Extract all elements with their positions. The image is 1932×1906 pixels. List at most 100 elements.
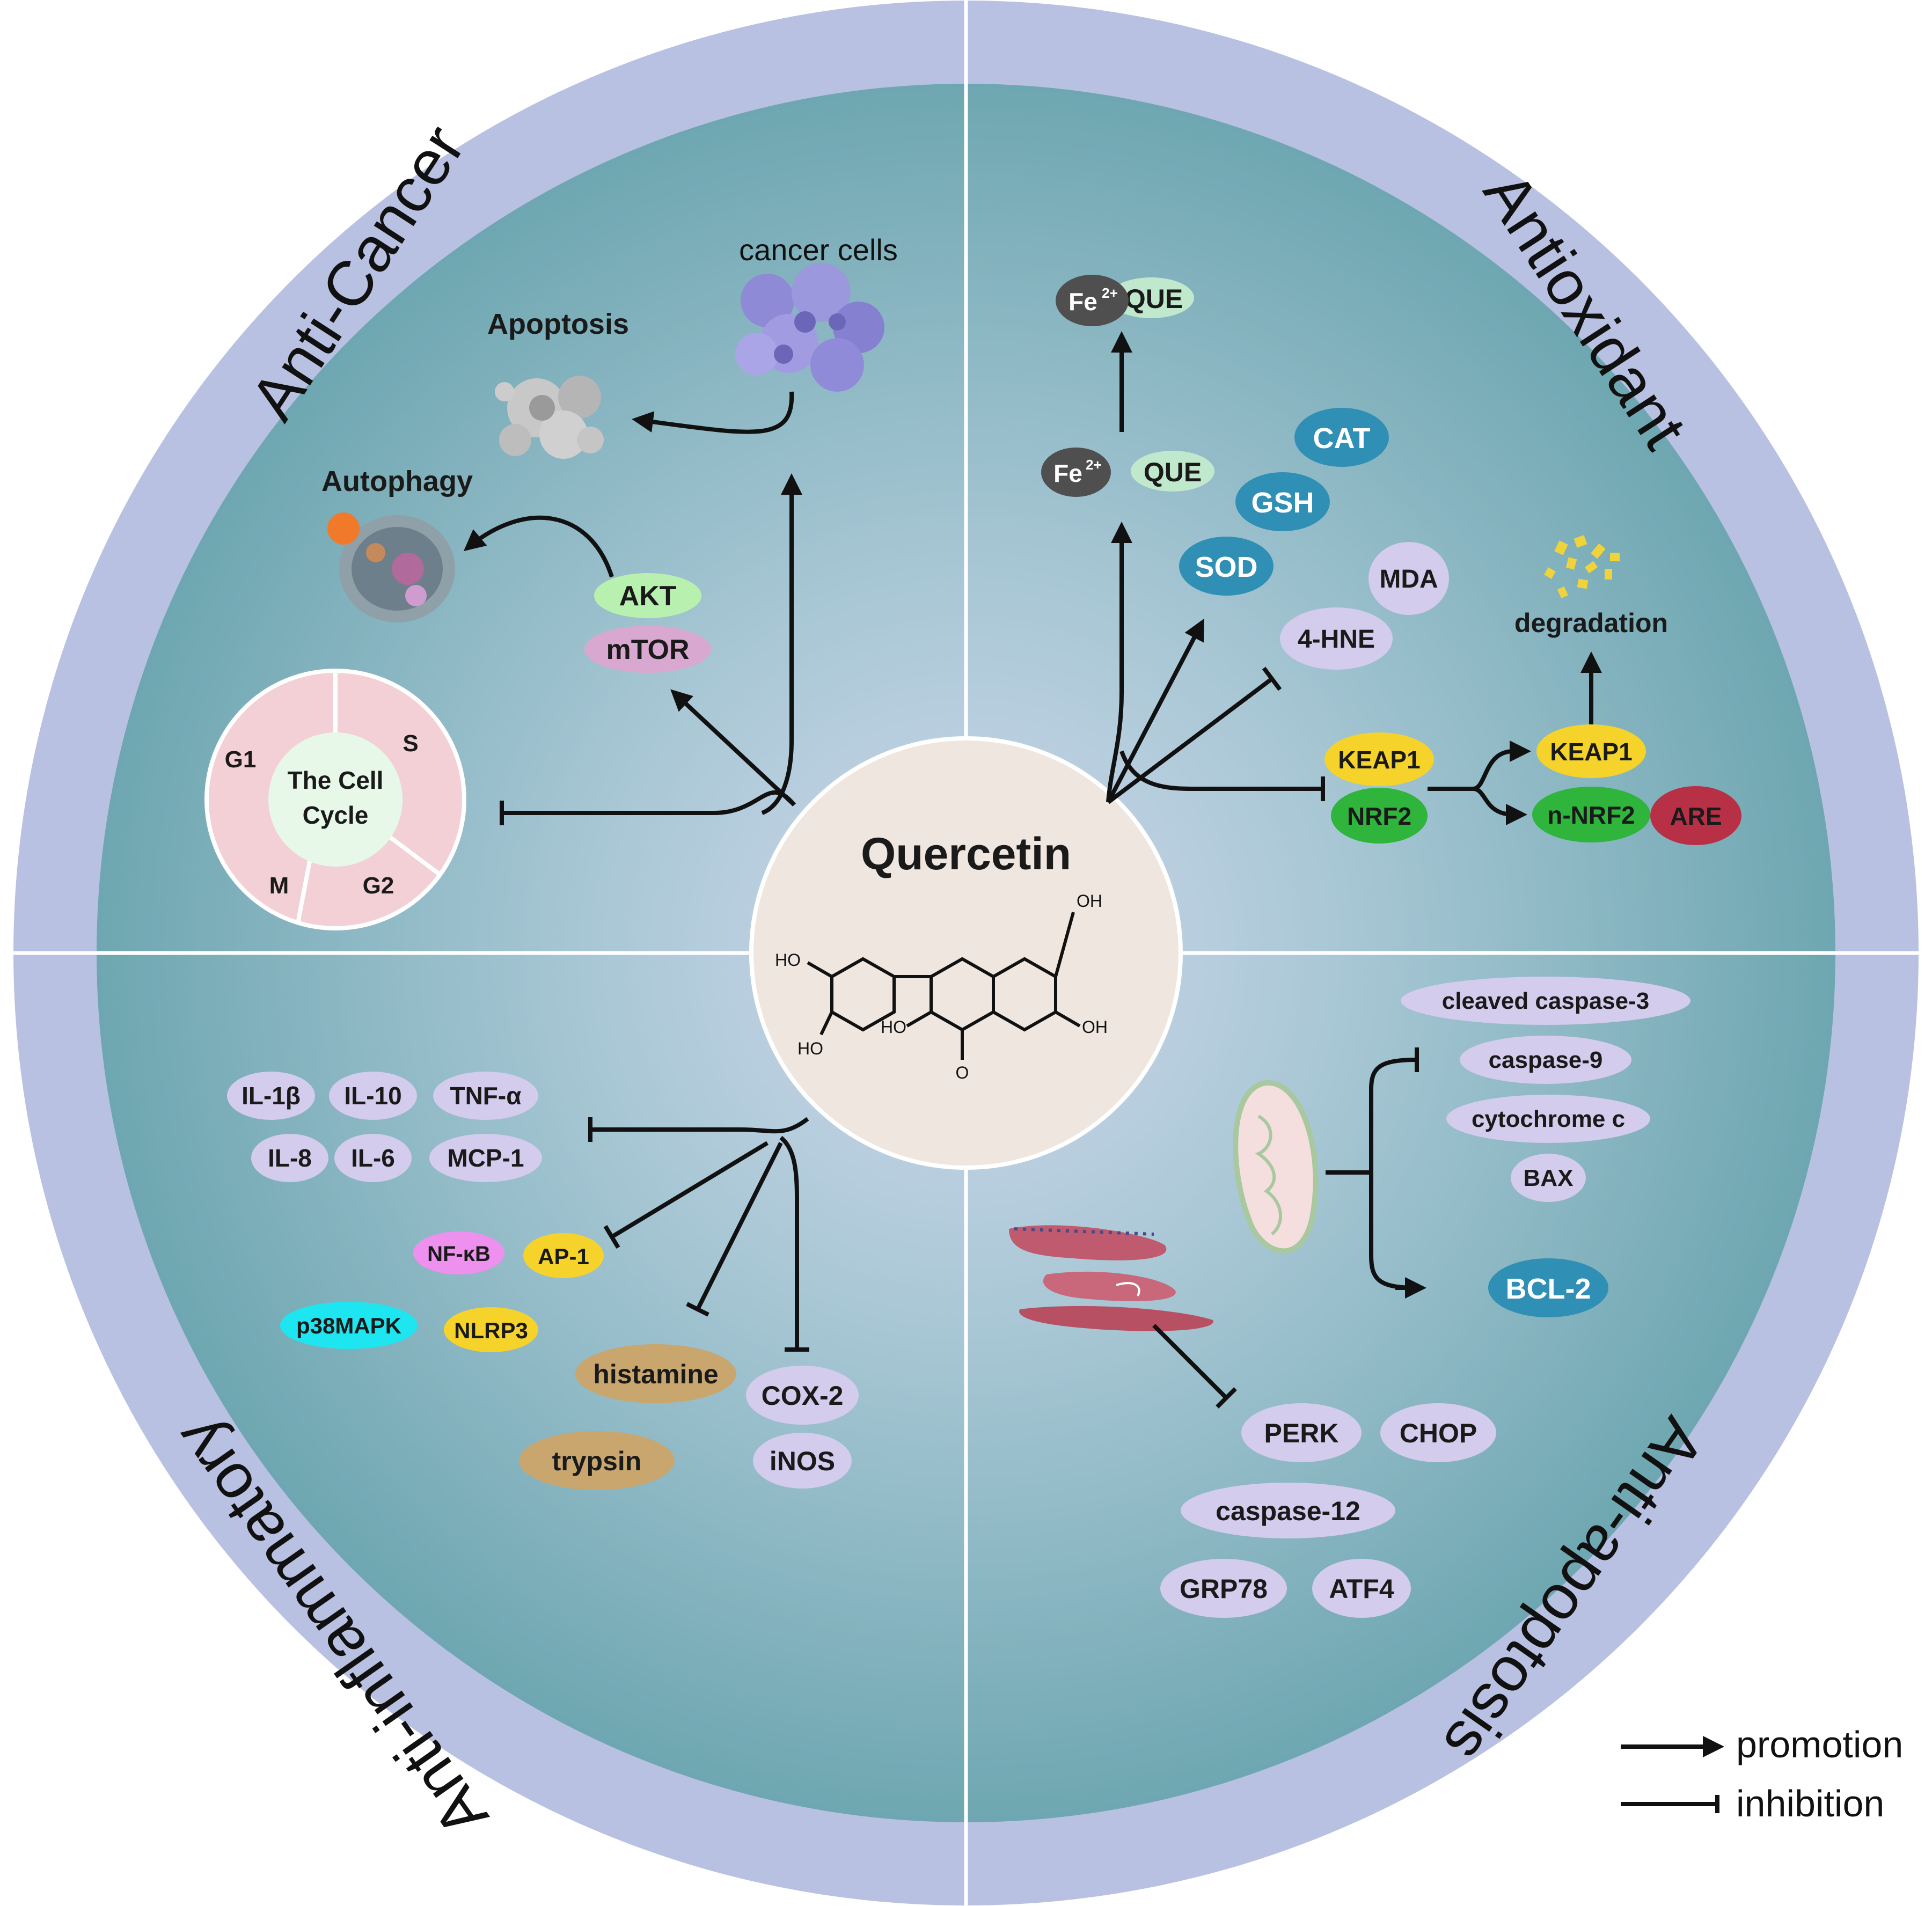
gsh-label: GSH bbox=[1251, 487, 1314, 519]
trypsin-node bbox=[519, 1431, 675, 1490]
nfkb-label: NF-κB bbox=[427, 1242, 491, 1266]
cancer-cells-label: cancer cells bbox=[739, 233, 898, 267]
nrf2-label: NRF2 bbox=[1347, 802, 1411, 830]
histamine-node bbox=[575, 1344, 736, 1403]
hne-label: 4-HNE bbox=[1298, 625, 1375, 654]
inhibit-line-lipid-peroxidation bbox=[1107, 677, 1274, 804]
que-top-node bbox=[1108, 277, 1194, 318]
grp78-node bbox=[1160, 1559, 1287, 1618]
fe-mid-node bbox=[1041, 448, 1111, 497]
atom-o-carbonyl: O bbox=[956, 1063, 969, 1082]
il10-node bbox=[329, 1072, 417, 1120]
atf4-node bbox=[1312, 1559, 1411, 1618]
atom-oh-right: OH bbox=[1082, 1017, 1108, 1037]
center-title: Quercetin bbox=[861, 829, 1071, 879]
caspase12-node bbox=[1181, 1483, 1395, 1538]
caspase9-node bbox=[1460, 1036, 1631, 1084]
nlrp3-node bbox=[444, 1307, 538, 1352]
apoptosis-label: Apoptosis bbox=[487, 308, 629, 340]
mtor-label: mTOR bbox=[606, 634, 689, 665]
mcp1-node bbox=[429, 1134, 542, 1182]
il1b-node bbox=[227, 1072, 315, 1120]
hne-node bbox=[1280, 607, 1393, 670]
cell-cycle-m: M bbox=[269, 873, 289, 899]
sod-label: SOD bbox=[1195, 551, 1257, 583]
apoptotic-debris-icon bbox=[495, 376, 604, 459]
cox2-label: COX-2 bbox=[762, 1381, 844, 1411]
promote-line-enzymes bbox=[1106, 618, 1204, 803]
keap1-right-node bbox=[1536, 724, 1646, 778]
bax-label: BAX bbox=[1524, 1165, 1574, 1191]
keap1-left-label: KEAP1 bbox=[1338, 746, 1420, 774]
inhibit-bar-er-stress bbox=[1216, 1387, 1237, 1409]
perk-node bbox=[1241, 1403, 1362, 1462]
mda-node bbox=[1368, 542, 1449, 615]
bcl2-node bbox=[1488, 1258, 1608, 1317]
autophagy-cell-icon bbox=[327, 512, 455, 622]
tnfa-label: TNF-α bbox=[450, 1082, 521, 1110]
grp78-label: GRP78 bbox=[1180, 1574, 1268, 1604]
promote-line-mtor bbox=[670, 689, 796, 807]
arrow-akt-to-autophagy bbox=[463, 515, 614, 578]
akt-label: AKT bbox=[619, 581, 677, 612]
chop-node bbox=[1380, 1403, 1496, 1462]
akt-node bbox=[594, 573, 701, 618]
legend-promotion-label: promotion bbox=[1736, 1724, 1903, 1765]
que-top-label: QUE bbox=[1125, 284, 1183, 314]
atf4-label: ATF4 bbox=[1329, 1574, 1394, 1604]
are-node bbox=[1650, 786, 1741, 845]
cat-node bbox=[1294, 408, 1389, 467]
cell-cycle-center-line1: The Cell bbox=[288, 766, 384, 794]
il8-node bbox=[251, 1134, 328, 1182]
endoplasmic-reticulum-icon bbox=[1009, 1225, 1213, 1331]
que-mid-label: QUE bbox=[1144, 457, 1202, 487]
degradation-fragments-icon bbox=[1544, 535, 1620, 599]
mcp1-label: MCP-1 bbox=[447, 1144, 524, 1172]
caspase12-label: caspase-12 bbox=[1216, 1496, 1360, 1526]
fe-top-superscript: 2+ bbox=[1102, 285, 1118, 301]
bracket-mitochondria-branch bbox=[1326, 1058, 1417, 1290]
atom-ho-bottom: HO bbox=[881, 1017, 906, 1037]
inhibit-line-histamine bbox=[696, 1142, 783, 1310]
cleaved-caspase3-node bbox=[1401, 977, 1690, 1025]
inhibit-line-nfkb bbox=[610, 1141, 769, 1239]
caspase9-label: caspase-9 bbox=[1489, 1047, 1603, 1073]
are-label: ARE bbox=[1670, 802, 1722, 830]
p38mapk-node bbox=[280, 1302, 418, 1349]
cell-cycle-s: S bbox=[402, 730, 418, 757]
quercetin-structure-icon bbox=[807, 912, 1081, 1060]
legend-inhibition-label: inhibition bbox=[1736, 1783, 1884, 1824]
nlrp3-label: NLRP3 bbox=[454, 1318, 528, 1343]
cell-cycle-g2: G2 bbox=[363, 873, 394, 899]
atom-ho-bottom-left: HO bbox=[797, 1039, 823, 1058]
keap1-left-node bbox=[1324, 732, 1434, 786]
il10-label: IL-10 bbox=[344, 1082, 401, 1110]
inhibit-line-cytokines bbox=[590, 1117, 809, 1134]
n-nrf2-node bbox=[1532, 787, 1650, 842]
inhibit-line-keap1-nrf2 bbox=[1119, 750, 1323, 791]
center-disc bbox=[749, 736, 1183, 1170]
trypsin-label: trypsin bbox=[552, 1446, 642, 1476]
bcl2-label: BCL-2 bbox=[1506, 1273, 1591, 1305]
mitochondrion-icon bbox=[1233, 1080, 1319, 1254]
cell-cycle-wheel bbox=[204, 669, 466, 930]
cox2-node bbox=[746, 1366, 859, 1425]
degradation-label: degradation bbox=[1514, 608, 1668, 638]
fe-top-label: Fe bbox=[1069, 288, 1097, 316]
inhibit-bar-lipid-peroxidation bbox=[1262, 666, 1282, 691]
cleaved-caspase3-label: cleaved caspase-3 bbox=[1442, 988, 1650, 1014]
inhibit-bar-histamine bbox=[686, 1302, 709, 1317]
cytochrome-c-node bbox=[1446, 1095, 1650, 1143]
cell-cycle-center-line2: Cycle bbox=[303, 801, 369, 829]
ap1-node bbox=[523, 1233, 604, 1278]
arrow-cancer-to-apoptosis bbox=[632, 391, 794, 434]
il8-label: IL-8 bbox=[268, 1144, 312, 1172]
chop-label: CHOP bbox=[1400, 1418, 1477, 1448]
cancer-cells-icon bbox=[735, 263, 884, 392]
cytochrome-c-label: cytochrome c bbox=[1472, 1106, 1625, 1132]
branch-nrf2-nuclear bbox=[1473, 787, 1527, 825]
inhibit-bar-nfkb bbox=[603, 1225, 620, 1249]
tnfa-node bbox=[433, 1072, 538, 1120]
cell-cycle-g1: G1 bbox=[225, 746, 257, 773]
